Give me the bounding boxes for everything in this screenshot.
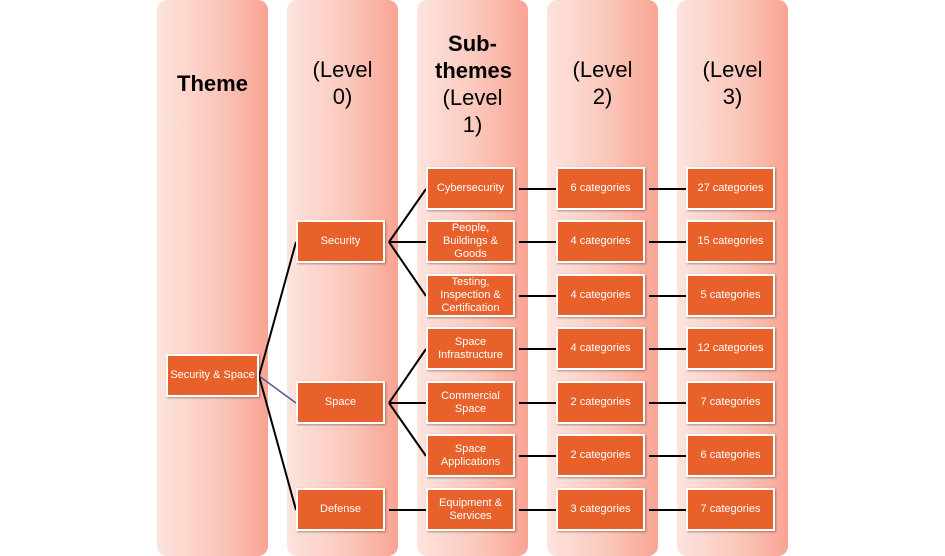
node-level0-defense: Defense — [296, 488, 385, 531]
node-level1-commercial-space: Commercial Space — [426, 381, 515, 424]
node-level2-5: 2 categories — [556, 381, 645, 424]
node-level3-1: 27 categories — [686, 167, 775, 210]
node-level1-space-infrastructure: Space Infrastructure — [426, 327, 515, 370]
node-theme: Security & Space — [166, 354, 259, 397]
node-level2-2: 4 categories — [556, 220, 645, 263]
node-level3-5: 7 categories — [686, 381, 775, 424]
node-level2-7: 3 categories — [556, 488, 645, 531]
node-level1-testing-inspection: Testing, Inspection & Certification — [426, 274, 515, 317]
node-level3-3: 5 categories — [686, 274, 775, 317]
header-level1-title: Sub-themes — [435, 31, 513, 83]
node-level1-people-buildings-goods: People, Buildings & Goods — [426, 220, 515, 263]
node-level2-3: 4 categories — [556, 274, 645, 317]
node-level0-security: Security — [296, 220, 385, 263]
node-level2-6: 2 categories — [556, 434, 645, 477]
node-level1-cybersecurity: Cybersecurity — [426, 167, 515, 210]
column-theme: Theme — [157, 0, 268, 556]
node-level1-space-applications: Space Applications — [426, 434, 515, 477]
header-level3: (Level 3) — [702, 57, 763, 109]
node-level3-7: 7 categories — [686, 488, 775, 531]
node-level3-4: 12 categories — [686, 327, 775, 370]
header-level1-sub: (Level 1) — [442, 85, 503, 137]
node-level2-4: 4 categories — [556, 327, 645, 370]
node-level3-6: 6 categories — [686, 434, 775, 477]
node-level1-equipment-services: Equipment & Services — [426, 488, 515, 531]
column-level0: (Level 0) — [287, 0, 398, 556]
header-theme: Theme — [177, 71, 248, 96]
node-level0-space: Space — [296, 381, 385, 424]
node-level2-1: 6 categories — [556, 167, 645, 210]
node-level3-2: 15 categories — [686, 220, 775, 263]
header-level2: (Level 2) — [572, 57, 633, 109]
header-level0: (Level 0) — [312, 57, 373, 109]
